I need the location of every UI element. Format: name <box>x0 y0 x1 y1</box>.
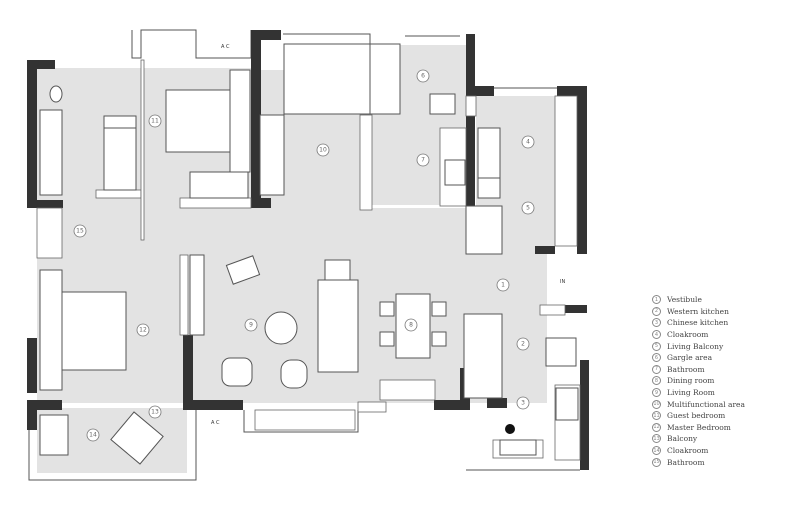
room-marker-14: 14 <box>86 428 100 442</box>
legend-label: Cloakroom <box>667 330 709 340</box>
legend-label: Master Bedroom <box>667 422 731 432</box>
room-marker-4: 4 <box>521 135 535 149</box>
legend-item: 13 Balcony <box>652 433 792 445</box>
legend-item: 6 Gargle area <box>652 352 792 364</box>
room-marker-11: 11 <box>148 114 162 128</box>
legend-number: 10 <box>652 399 661 409</box>
svg-text:11: 11 <box>151 118 159 125</box>
legend-number: 3 <box>652 318 661 328</box>
legend-number: 2 <box>652 306 661 316</box>
svg-text:3: 3 <box>521 400 525 407</box>
sofa <box>317 279 359 373</box>
legend-item: 11 Guest bedroom <box>652 410 792 422</box>
legend-label: Bathroom <box>667 457 705 467</box>
legend-item: 5 Living Balcony <box>652 340 792 352</box>
legend-number: 14 <box>652 446 661 456</box>
legend-number: 4 <box>652 330 661 340</box>
svg-text:8: 8 <box>409 322 413 329</box>
legend-number: 9 <box>652 388 661 398</box>
svg-text:12: 12 <box>139 327 147 334</box>
room-marker-1: 1 <box>496 278 510 292</box>
legend-item: 10 Multifunctional area <box>652 398 792 410</box>
entry-tag: IN <box>560 279 565 285</box>
room-marker-8: 8 <box>404 318 418 332</box>
legend-number: 6 <box>652 353 661 363</box>
bed <box>283 43 371 115</box>
legend-label: Multifunctional area <box>667 399 745 409</box>
legend-number: 1 <box>652 295 661 305</box>
legend-item: 8 Dining room <box>652 375 792 387</box>
svg-text:9: 9 <box>249 322 253 329</box>
legend-label: Living Balcony <box>667 341 724 351</box>
room-marker-15: 15 <box>73 224 87 238</box>
legend-item: 3 Chinese kitchen <box>652 317 792 329</box>
svg-text:14: 14 <box>89 432 97 439</box>
legend-number: 7 <box>652 364 661 374</box>
exterior-outline <box>28 29 580 481</box>
svg-text:2: 2 <box>521 341 525 348</box>
legend-label: Western kitchen <box>667 306 729 316</box>
svg-text:7: 7 <box>421 157 425 164</box>
svg-text:10: 10 <box>319 147 327 154</box>
room-marker-2: 2 <box>516 337 530 351</box>
legend-label: Dining room <box>667 376 715 386</box>
legend-item: 12 Master Bedroom <box>652 422 792 434</box>
legend-item: 14 Cloakroom <box>652 445 792 457</box>
furniture <box>39 43 579 465</box>
legend-label: Cloakroom <box>667 446 709 456</box>
room-marker-10: 10 <box>316 143 330 157</box>
svg-text:5: 5 <box>526 205 530 212</box>
svg-text:15: 15 <box>76 228 84 235</box>
legend-label: Guest bedroom <box>667 411 726 421</box>
legend-number: 11 <box>652 411 661 421</box>
legend-number: 13 <box>652 434 661 444</box>
legend-label: Gargle area <box>667 353 713 363</box>
kitchen-island <box>463 313 503 399</box>
plan-tags: A C A C IN <box>211 44 565 434</box>
legend-label: Bathroom <box>667 364 705 374</box>
legend-item: 2 Western kitchen <box>652 306 792 318</box>
floor-plan: 1 2 3 4 5 6 7 8 9 10 11 12 13 14 15 A C … <box>27 29 589 481</box>
legend-item: 9 Living Room <box>652 387 792 399</box>
legend-label: Chinese kitchen <box>667 318 729 328</box>
ac-tag-top: A C <box>221 44 230 50</box>
svg-text:1: 1 <box>501 282 505 289</box>
room-marker-6: 6 <box>416 69 430 83</box>
room-markers: 1 2 3 4 5 6 7 8 9 10 11 12 13 14 15 <box>73 69 535 442</box>
legend-number: 5 <box>652 341 661 351</box>
legend-item: 4 Cloakroom <box>652 329 792 341</box>
legend-number: 8 <box>652 376 661 386</box>
svg-text:6: 6 <box>421 73 425 80</box>
room-legend: 1 Vestibule 2 Western kitchen 3 Chinese kitch… <box>652 294 792 468</box>
room-marker-12: 12 <box>136 323 150 337</box>
room-marker-7: 7 <box>416 153 430 167</box>
room-marker-9: 9 <box>244 318 258 332</box>
ac-tag-bottom: A C <box>211 420 220 426</box>
legend-number: 15 <box>652 457 661 467</box>
drain-dot <box>505 424 515 434</box>
legend-label: Balcony <box>667 434 698 444</box>
room-marker-3: 3 <box>516 396 530 410</box>
round-table <box>264 311 298 345</box>
legend-number: 12 <box>652 422 661 432</box>
svg-text:4: 4 <box>526 139 530 146</box>
legend-item: 15 Bathroom <box>652 456 792 468</box>
room-marker-5: 5 <box>521 201 535 215</box>
svg-text:13: 13 <box>151 409 159 416</box>
legend-label: Vestibule <box>667 295 702 305</box>
legend-item: 7 Bathroom <box>652 364 792 376</box>
legend-label: Living Room <box>667 388 715 398</box>
room-marker-13: 13 <box>148 405 162 419</box>
legend-item: 1 Vestibule <box>652 294 792 306</box>
